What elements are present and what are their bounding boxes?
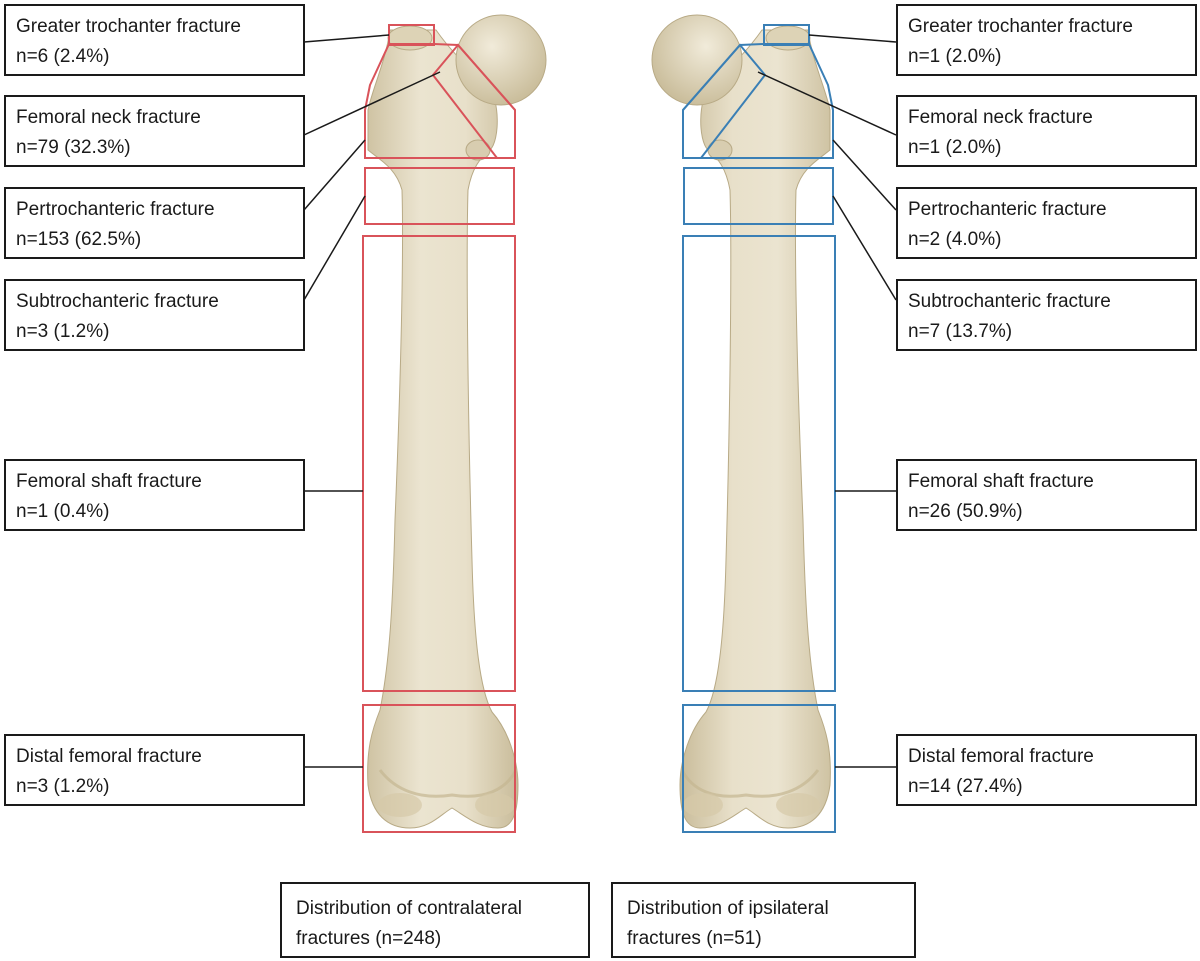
contralateral-pertrochanteric-label: Pertrochanteric fracture n=153 (62.5%) bbox=[4, 187, 305, 259]
contralateral-shaft-region bbox=[362, 235, 516, 692]
contralateral-distal-region bbox=[362, 704, 516, 833]
contralateral-distal-femoral-label: Distal femoral fracture n=3 (1.2%) bbox=[4, 734, 305, 806]
ipsilateral-pertrochanteric-label: Pertrochanteric fracture n=2 (4.0%) bbox=[896, 187, 1197, 259]
ipsilateral-distal-femoral-label: Distal femoral fracture n=14 (27.4%) bbox=[896, 734, 1197, 806]
ipsilateral-distal-region bbox=[682, 704, 836, 833]
contralateral-femur bbox=[303, 13, 548, 833]
contralateral-femoral-shaft-label: Femoral shaft fracture n=1 (0.4%) bbox=[4, 459, 305, 531]
ipsilateral-leader-lines bbox=[757, 34, 897, 768]
contralateral-region-outlines bbox=[362, 24, 516, 833]
contralateral-pertrochanteric-outline bbox=[364, 43, 516, 159]
ipsilateral-femoral-neck-label: Femoral neck fracture n=1 (2.0%) bbox=[896, 95, 1197, 167]
ipsilateral-shaft-region bbox=[682, 235, 836, 692]
ipsilateral-caption: Distribution of ipsilateral fractures (n… bbox=[611, 882, 916, 958]
ipsilateral-femur bbox=[650, 13, 897, 833]
contralateral-femoral-neck-label: Femoral neck fracture n=79 (32.3%) bbox=[4, 95, 305, 167]
contralateral-greater-trochanter-label: Greater trochanter fracture n=6 (2.4%) bbox=[4, 4, 305, 76]
ipsilateral-femoral-shaft-label: Femoral shaft fracture n=26 (50.9%) bbox=[896, 459, 1197, 531]
contralateral-caption: Distribution of contralateral fractures … bbox=[280, 882, 590, 958]
ipsilateral-subtrochanteric-label: Subtrochanteric fracture n=7 (13.7%) bbox=[896, 279, 1197, 351]
contralateral-leader-lines bbox=[303, 34, 441, 768]
contralateral-subtrochanteric-label: Subtrochanteric fracture n=3 (1.2%) bbox=[4, 279, 305, 351]
ipsilateral-greater-trochanter-label: Greater trochanter fracture n=1 (2.0%) bbox=[896, 4, 1197, 76]
ipsilateral-pertrochanteric-outline bbox=[682, 43, 834, 159]
